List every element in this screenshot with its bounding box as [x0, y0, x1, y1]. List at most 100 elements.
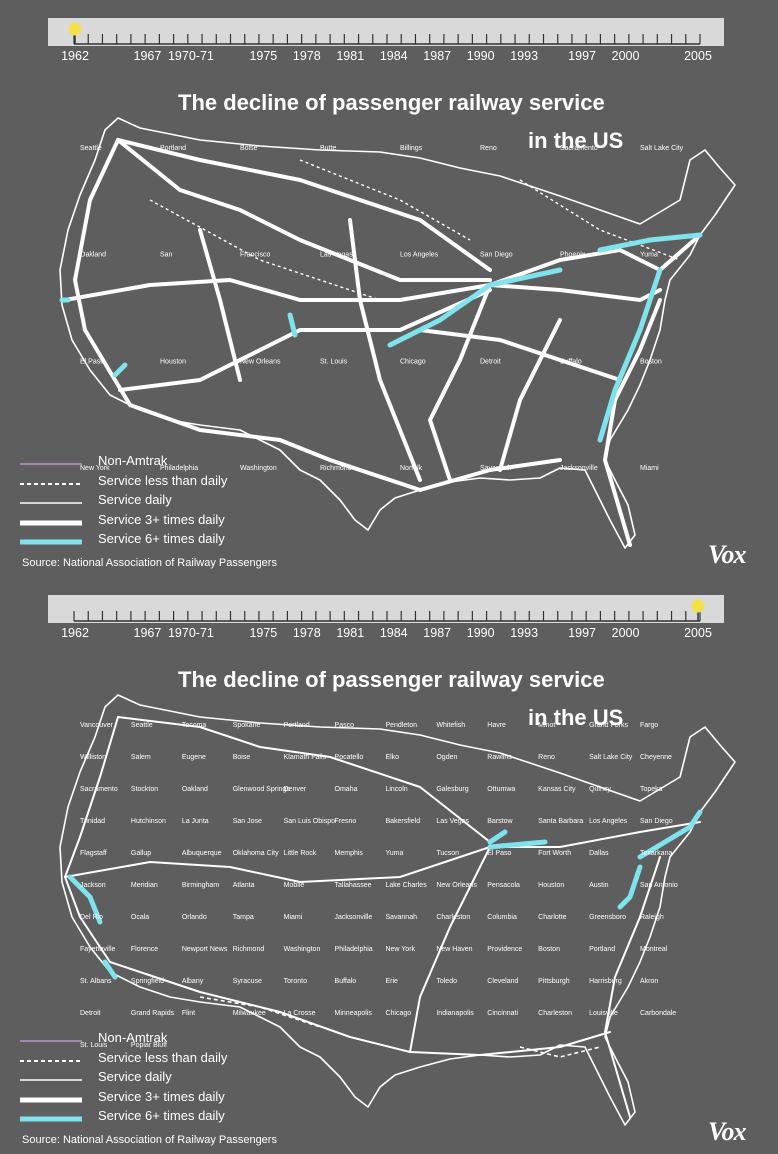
- city-label: Louisville: [589, 1010, 618, 1017]
- timeline-year[interactable]: 1975: [249, 49, 278, 63]
- timeline-year[interactable]: 1967: [133, 626, 162, 640]
- timeline-year[interactable]: 1962: [61, 49, 89, 63]
- timeline-year[interactable]: 1970-71: [167, 49, 214, 63]
- timeline-year[interactable]: 1993: [510, 626, 539, 640]
- timeline-marker-handle[interactable]: [68, 22, 82, 36]
- timeline-year[interactable]: 1978: [292, 626, 321, 640]
- city-label: Birmingham: [182, 882, 220, 889]
- legend-label: Service 3+ times daily: [98, 511, 225, 527]
- timeline-year[interactable]: 1984: [379, 49, 408, 63]
- timeline-year[interactable]: 1993: [510, 49, 539, 63]
- city-label: Philadelphia: [160, 465, 198, 472]
- city-label: Barstow: [487, 818, 513, 825]
- timeline-year[interactable]: 1987: [423, 49, 452, 63]
- legend-item: Service daily: [20, 1068, 320, 1088]
- city-label: Las Vegas: [320, 252, 353, 259]
- vox-logo: Vox: [708, 540, 746, 569]
- timeline-year[interactable]: 2005: [684, 626, 712, 640]
- timeline-year[interactable]: 1997: [568, 626, 596, 640]
- city-label: Portland: [284, 722, 310, 729]
- city-label: La Crosse: [284, 1010, 316, 1017]
- city-label: Portland: [160, 145, 186, 152]
- legend-swatch: [20, 502, 82, 504]
- city-label: Pittsburgh: [538, 978, 570, 985]
- city-label: Sacramento: [80, 786, 118, 793]
- timeline-marker-handle[interactable]: [691, 599, 705, 613]
- legend-swatch: [20, 1040, 82, 1042]
- city-label: Boise: [240, 145, 258, 152]
- city-label: Toronto: [284, 978, 307, 985]
- city-label: Charleston: [436, 914, 470, 921]
- timeline-year[interactable]: 1981: [336, 626, 365, 640]
- rail-route-frequent: [597, 267, 663, 443]
- city-label: Houston: [538, 882, 564, 889]
- rail-route: [348, 218, 422, 482]
- timeline-year[interactable]: 1975: [249, 626, 278, 640]
- city-label: Yuma: [385, 850, 403, 857]
- city-label: Tallahassee: [335, 882, 372, 889]
- rail-route-frequent: [637, 809, 703, 860]
- city-label: Miami: [284, 914, 303, 921]
- timeline-bar[interactable]: [48, 595, 724, 623]
- timeline-year[interactable]: 1981: [336, 49, 365, 63]
- timeline-year[interactable]: 1987: [423, 626, 452, 640]
- timeline-year[interactable]: 1984: [379, 626, 408, 640]
- timeline-year[interactable]: 2000: [611, 626, 640, 640]
- city-label: Eugene: [182, 754, 206, 761]
- city-label: Portland: [589, 946, 615, 953]
- map-panel-2005: 1962 1967 1970-71 1975 1978 1981 1984 1987 1990 1…: [0, 577, 778, 1154]
- city-label: Washington: [284, 946, 321, 953]
- timeline-year[interactable]: 1990: [466, 626, 495, 640]
- rail-route: [428, 283, 492, 482]
- city-label: Pendleton: [385, 722, 417, 729]
- legend-swatch: [20, 482, 82, 485]
- legend-item: Non-Amtrak: [20, 1029, 320, 1049]
- city-label: Providence: [487, 946, 522, 953]
- city-label: Fort Worth: [538, 850, 571, 857]
- timeline-year[interactable]: 1997: [568, 49, 596, 63]
- city-label: Cincinnati: [487, 1010, 518, 1017]
- rail-route: [64, 716, 119, 963]
- timeline-year[interactable]: 1962: [61, 626, 89, 640]
- city-label: Cheyenne: [640, 754, 672, 761]
- city-label: Omaha: [335, 786, 358, 793]
- timeline-year-labels: 1962 1967 1970-71 1975 1978 1981 1984 1987 1990 1…: [0, 626, 778, 642]
- city-label: Del Rio: [80, 914, 103, 921]
- city-label: Raleigh: [640, 914, 664, 921]
- timeline-year[interactable]: 1970-71: [167, 626, 214, 640]
- legend-item: Service 3+ times daily: [20, 511, 320, 531]
- rail-route-frequent: [487, 839, 548, 850]
- timeline-year[interactable]: 1967: [133, 49, 162, 63]
- city-label: Houston: [160, 358, 186, 365]
- timeline-year[interactable]: 1990: [466, 49, 495, 63]
- city-label: Memphis: [335, 850, 364, 857]
- city-label: Oklahoma City: [233, 850, 279, 857]
- city-label: Yuma: [640, 252, 658, 259]
- city-label: La Junta: [182, 818, 209, 825]
- timeline-year[interactable]: 1978: [292, 49, 321, 63]
- city-label: Havre: [487, 722, 506, 729]
- city-label: Montreal: [640, 946, 668, 953]
- timeline-bar[interactable]: [48, 18, 724, 46]
- rail-route-frequent: [67, 874, 103, 925]
- city-label: Buffalo: [335, 978, 357, 985]
- legend-item: Service less than daily: [20, 1049, 320, 1069]
- city-label: Ocala: [131, 914, 149, 921]
- city-label: Mobile: [284, 882, 305, 889]
- city-label: Ottumwa: [487, 786, 515, 793]
- city-label: Flint: [182, 1010, 195, 1017]
- city-label: Pocatello: [335, 754, 364, 761]
- city-label: Oakland: [80, 252, 106, 259]
- city-label: Reno: [538, 754, 555, 761]
- city-label: Salem: [131, 754, 151, 761]
- city-label: Newport News: [182, 946, 228, 953]
- timeline-year[interactable]: 2005: [684, 49, 712, 63]
- city-label: New York: [385, 946, 415, 953]
- city-label: New Orleans: [240, 358, 281, 365]
- city-label: Quincy: [589, 786, 611, 793]
- timeline-year[interactable]: 2000: [611, 49, 640, 63]
- city-label: Glenwood Springs: [233, 786, 291, 793]
- city-label: Trinidad: [80, 818, 105, 825]
- rail-route: [116, 138, 492, 272]
- rail-route: [488, 233, 702, 287]
